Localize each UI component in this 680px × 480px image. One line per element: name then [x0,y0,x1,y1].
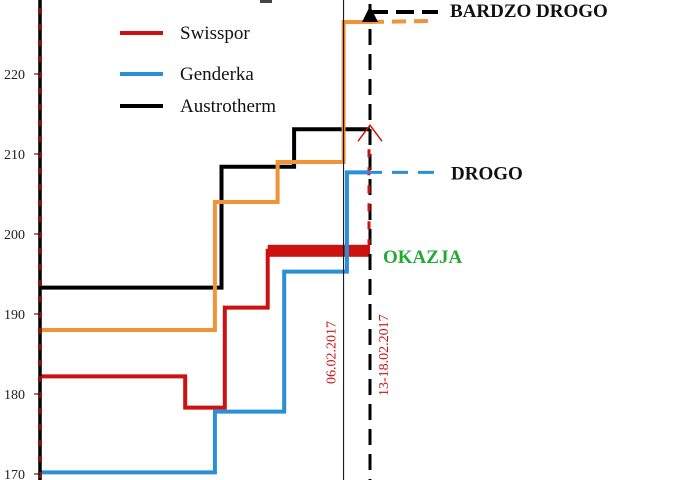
y-axis-dash-mark [38,344,42,350]
bardzo-drogo-label: BARDZO DROGO [450,1,608,22]
drogo-label: DROGO [451,163,523,184]
y-axis-dash-mark [38,152,42,158]
y-tick-label: 210 [4,148,25,163]
y-axis-dash-mark [38,296,42,302]
y-axis-dash-mark [38,360,42,366]
y-axis-dash-mark [38,136,42,142]
y-axis-dash-mark [38,264,42,270]
y-axis-dash-mark [38,424,42,430]
legend-label-austrotherm: Austrotherm [180,96,276,117]
y-axis-dash-mark [38,168,42,174]
orange-extension-dashed [369,19,431,24]
y-axis-dash-mark [38,72,42,78]
legend-label-swisspor: Swisspor [180,23,250,44]
y-tick-label: 200 [4,228,25,243]
red-caret-mark [357,123,383,142]
y-axis-dash-mark [38,184,42,190]
y-axis-dash-mark [38,440,42,446]
y-tick-label: 180 [4,388,25,403]
y-axis-dash-mark [38,120,42,126]
y-axis-dash-mark [38,392,42,398]
y-axis-dash-mark [38,376,42,382]
legend-label-genderka: Genderka [180,64,254,85]
y-tick-label: 170 [4,468,25,480]
y-axis-dash-mark [38,328,42,334]
y-tick-label: 220 [4,68,25,83]
y-axis-dash-mark [38,472,42,478]
y-axis-dash-mark [38,312,42,318]
y-axis-dash-mark [38,216,42,222]
y-axis: 170 180 190 200 210 220 [4,0,42,480]
y-axis-dash-mark [38,248,42,254]
y-axis-dash-mark [38,408,42,414]
y-tick-label: 190 [4,308,25,323]
vertical-markers: 06.02.2017 13-18.02.2017 [325,0,392,480]
series-highlight-segment [267,244,370,257]
vline-date-label: 13-18.02.2017 [377,314,392,396]
y-axis-dash-mark [38,232,42,238]
okazja-label: OKAZJA [383,247,462,268]
y-axis-dash-mark [38,56,42,62]
y-axis-dash-mark [38,104,42,110]
arrow-up-icon [362,6,378,22]
y-axis-dash-mark [38,24,42,30]
y-axis-dash-mark [38,40,42,46]
y-axis-dash-mark [38,8,42,14]
annotations: BARDZO DROGO DROGO OKAZJA [362,1,608,268]
series-line-genderka [40,170,370,475]
series-line-austrotherm [40,127,370,290]
y-axis-dash-mark [38,88,42,94]
cropped-title-fragment [260,0,272,3]
series-line-swisspor [40,248,370,410]
y-axis-dash-mark [38,200,42,206]
y-axis-dash-mark [38,280,42,286]
vline-date-label: 06.02.2017 [325,321,340,384]
y-axis-dash-mark [38,456,42,462]
